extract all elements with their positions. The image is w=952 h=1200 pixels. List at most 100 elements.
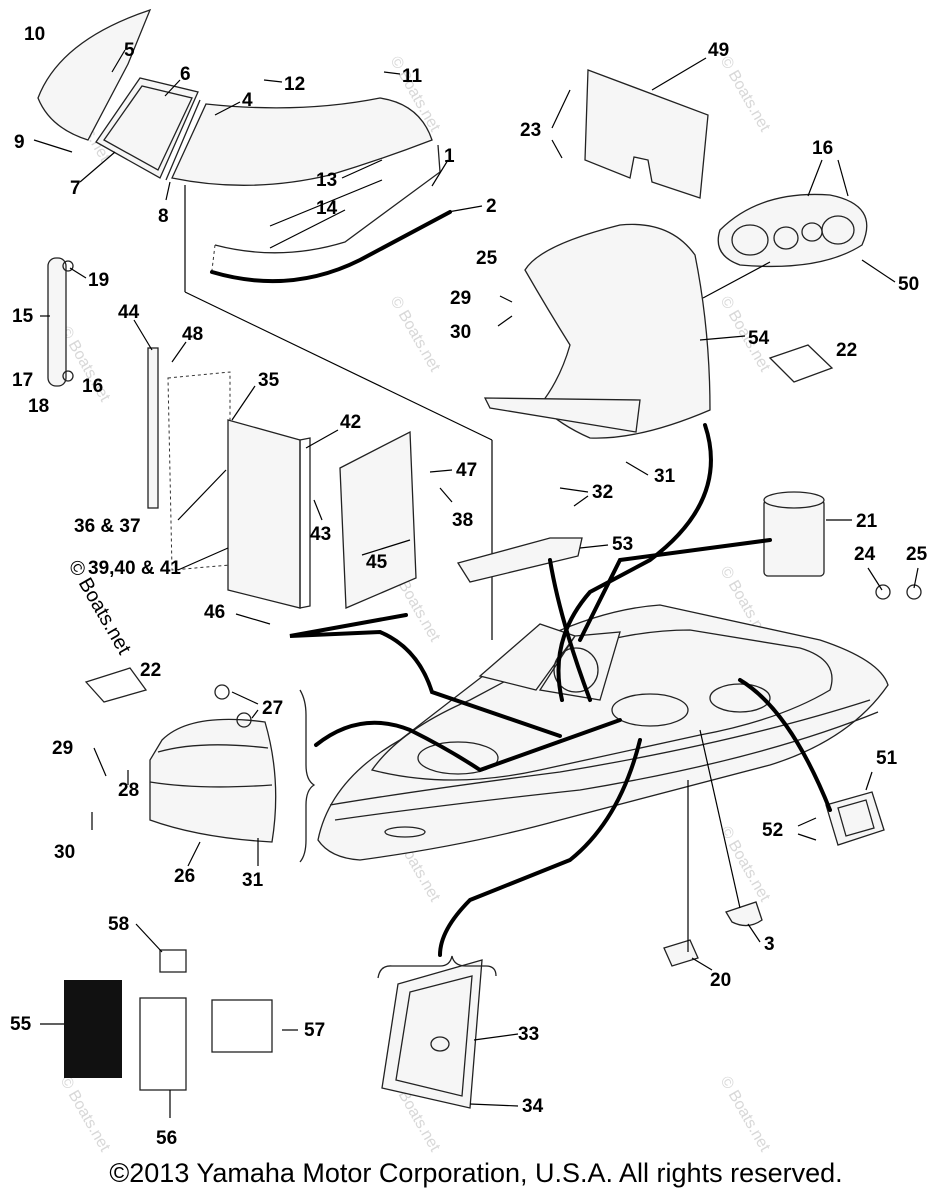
callout-15: 15 [12, 306, 34, 327]
callout-54: 54 [748, 328, 770, 349]
leader-13 [341, 159, 383, 179]
leader-3 [747, 923, 761, 943]
copyright-notice: ©2013 Yamaha Motor Corporation, U.S.A. A… [109, 1158, 843, 1188]
parts-sheet [139, 997, 187, 1091]
cushion-body [149, 718, 277, 843]
leader-29 [499, 295, 513, 303]
exploded-parts-diagram: © Boats.net © Boats.net © Boats.net © Bo… [10, 8, 928, 1156]
callout-51: 51 [876, 748, 898, 769]
watermark-text: © Boats.net [717, 54, 774, 136]
callout-9: 9 [14, 132, 25, 153]
decal-22 [84, 667, 148, 703]
callout-47: 47 [456, 460, 477, 481]
part-27 [214, 684, 230, 700]
leader-52b [797, 833, 817, 841]
leader-52 [797, 817, 817, 827]
leader-35 [231, 385, 256, 421]
steering-wheel [553, 647, 599, 693]
leader-58 [135, 923, 163, 953]
callout-22: 22 [140, 660, 161, 681]
watermark-text: © Boats.net [387, 294, 444, 376]
leader-54 [699, 335, 746, 341]
leader-47 [429, 469, 453, 473]
gauge-cluster [717, 193, 868, 268]
callout-5: 5 [124, 40, 135, 61]
gauge-dial [821, 215, 855, 245]
leader-6 [164, 79, 181, 97]
windshield-assembly [37, 8, 433, 186]
leader-27 [231, 691, 259, 705]
callout-36-37: 36 & 37 [74, 516, 141, 537]
callout-42: 42 [340, 412, 361, 433]
callout-44: 44 [118, 302, 140, 323]
bow-cushion [149, 718, 277, 843]
windshield-divider-strip [165, 99, 201, 181]
leader-32b [573, 495, 589, 507]
panel-42 [299, 437, 311, 609]
leader-25 [913, 567, 919, 589]
callout-1: 1 [444, 146, 455, 167]
callout-29: 29 [52, 738, 73, 759]
hull-body [317, 604, 889, 861]
plate-49 [584, 69, 709, 199]
owner-manual [64, 980, 122, 1078]
leader-23b [551, 139, 563, 159]
leader-48 [171, 341, 187, 363]
leader-14 [269, 209, 346, 249]
callout-24: 24 [854, 544, 876, 565]
hatch-handle [430, 1036, 450, 1052]
callout-56: 56 [156, 1128, 177, 1149]
leader-1 [431, 159, 449, 187]
callout-25: 25 [906, 544, 928, 565]
routing-line [289, 613, 562, 738]
panel-45 [339, 430, 417, 609]
part-24 [875, 584, 891, 600]
hatch-frame [381, 959, 483, 1109]
side-panels [147, 347, 417, 609]
leader-24 [867, 567, 883, 591]
leader-43 [313, 499, 323, 521]
leader-20 [691, 957, 713, 971]
leader-45 [361, 539, 411, 556]
callout-55: 55 [10, 1014, 32, 1035]
part-3 [725, 901, 763, 927]
callout-22: 22 [836, 340, 857, 361]
windshield-center-frame [103, 85, 193, 171]
part-58 [159, 949, 187, 973]
callout-26: 26 [174, 866, 195, 887]
cockpit-rim [370, 629, 833, 781]
callout-43: 43 [310, 524, 331, 545]
vent-opening [837, 799, 875, 837]
watermark-text: © Boats.net [717, 1074, 774, 1156]
hull-stripe [334, 711, 879, 821]
callout-10: 10 [24, 24, 45, 45]
callout-50: 50 [898, 274, 919, 295]
callout-27: 27 [262, 698, 283, 719]
leader-46 [235, 613, 271, 625]
grab-handle-fastener [62, 370, 74, 382]
leader-32 [559, 487, 589, 493]
leader-19 [69, 267, 87, 279]
callout-52: 52 [762, 820, 783, 841]
panel-outline [167, 371, 231, 571]
leader-lines [33, 49, 919, 1118]
leader-42 [305, 429, 339, 449]
leader-16 [807, 159, 823, 197]
leader-38 [439, 487, 453, 503]
routing-line [578, 538, 772, 642]
callout-6: 6 [180, 64, 191, 85]
hatch-lid [395, 975, 473, 1097]
callout-13: 13 [316, 170, 337, 191]
callout-21: 21 [856, 511, 878, 532]
callout-17: 17 [12, 370, 33, 391]
leader-9 [33, 139, 73, 153]
boat-hull [317, 604, 889, 861]
callout-31: 31 [654, 466, 676, 487]
callout-32: 32 [592, 482, 613, 503]
callout-19: 19 [88, 270, 109, 291]
routing-line [556, 423, 713, 702]
leader-7 [79, 151, 116, 183]
hatch-bracket [377, 955, 497, 979]
cushion-seam [149, 781, 273, 788]
